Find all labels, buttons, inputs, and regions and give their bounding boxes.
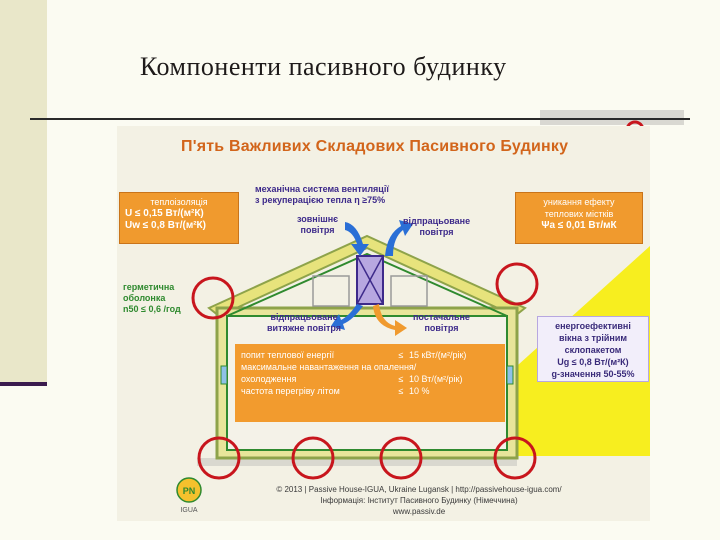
ventilation-label: механічна система вентиляції з рекуперац… (255, 184, 389, 205)
slide-side-bar (0, 0, 47, 382)
footer-info: Інформація: Інститут Пасивного Будинку (… (320, 496, 518, 505)
footer-copyright: © 2013 | Passive House-IGUA, Ukraine Lug… (276, 485, 562, 494)
requirements-table: попит теплової енергії ≤ 15 кВт/(м²/рік)… (235, 344, 505, 422)
exhaust-air-top-label: відпрацьоване повітря (403, 216, 471, 237)
insulation-u-wall: U ≤ 0,15 Вт/(м²К) (125, 208, 204, 219)
insulation-u-window: Uw ≤ 0,8 Вт/(м²К) (125, 220, 206, 231)
poster-title: П'ять Важливих Складових Пасивного Будин… (181, 138, 569, 155)
duct-frame (312, 275, 350, 307)
insulation-heading: теплоізоляція (150, 197, 208, 207)
footer-url: www.passiv.de (392, 507, 446, 516)
outdoor-air-label: зовнішнє повітря (297, 214, 339, 235)
logo-text: PN (183, 486, 196, 496)
logo-subtext: IGUA (180, 507, 197, 514)
highlight-circle (495, 262, 539, 306)
supply-air-label: постачальне повітря (413, 312, 470, 333)
requirement-row: максимальне навантаження на опалення/ (241, 362, 417, 372)
highlight-circle (379, 436, 423, 480)
window-left (220, 365, 228, 385)
highlight-circle (197, 436, 241, 480)
passive-house-diagram: PN IGUA П'ять Важливих Складових Пасивно… (117, 126, 650, 521)
windows-box: енергоефективні вікна з трійним склопаке… (537, 316, 649, 382)
igua-logo-icon (176, 477, 202, 503)
duct-frame-right (390, 275, 428, 307)
exhaust-air-arrow (385, 220, 413, 256)
supply-air-arrow (373, 304, 407, 336)
airtight-label: герметична оболонка n50 ≤ 0,6 /год (123, 282, 181, 314)
thermal-bridges-box: уникання ефекту теплових містків Ψa ≤ 0,… (515, 192, 643, 244)
requirement-row: частота перегріву літом ≤ 10 % (241, 386, 430, 396)
requirement-row: попит теплової енергії ≤ 15 кВт/(м²/рік) (241, 350, 467, 360)
title-rule-stub-lower (540, 120, 684, 125)
title-rule-stub (540, 110, 684, 118)
slide-title: Компоненти пасивного будинку (140, 52, 507, 81)
highlight-circle (191, 276, 235, 320)
window-right (506, 365, 514, 385)
poster-footer: © 2013 | Passive House-IGUA, Ukraine Lug… (209, 484, 629, 517)
outdoor-air-arrow (345, 222, 369, 256)
insulation-box: теплоізоляція U ≤ 0,15 Вт/(м²К) Uw ≤ 0,8… (119, 192, 239, 244)
extract-air-label: відпрацьоване витяжне повітря (267, 312, 342, 333)
requirement-row: охолодження ≤ 10 Вт/(м²/рік) (241, 374, 463, 384)
airtight-layer (226, 252, 508, 317)
title-rule (30, 118, 690, 120)
highlight-circle (493, 436, 537, 480)
slide-side-accent (0, 382, 47, 386)
highlight-circle (291, 436, 335, 480)
ground (197, 458, 517, 466)
extract-air-arrow (331, 304, 363, 330)
